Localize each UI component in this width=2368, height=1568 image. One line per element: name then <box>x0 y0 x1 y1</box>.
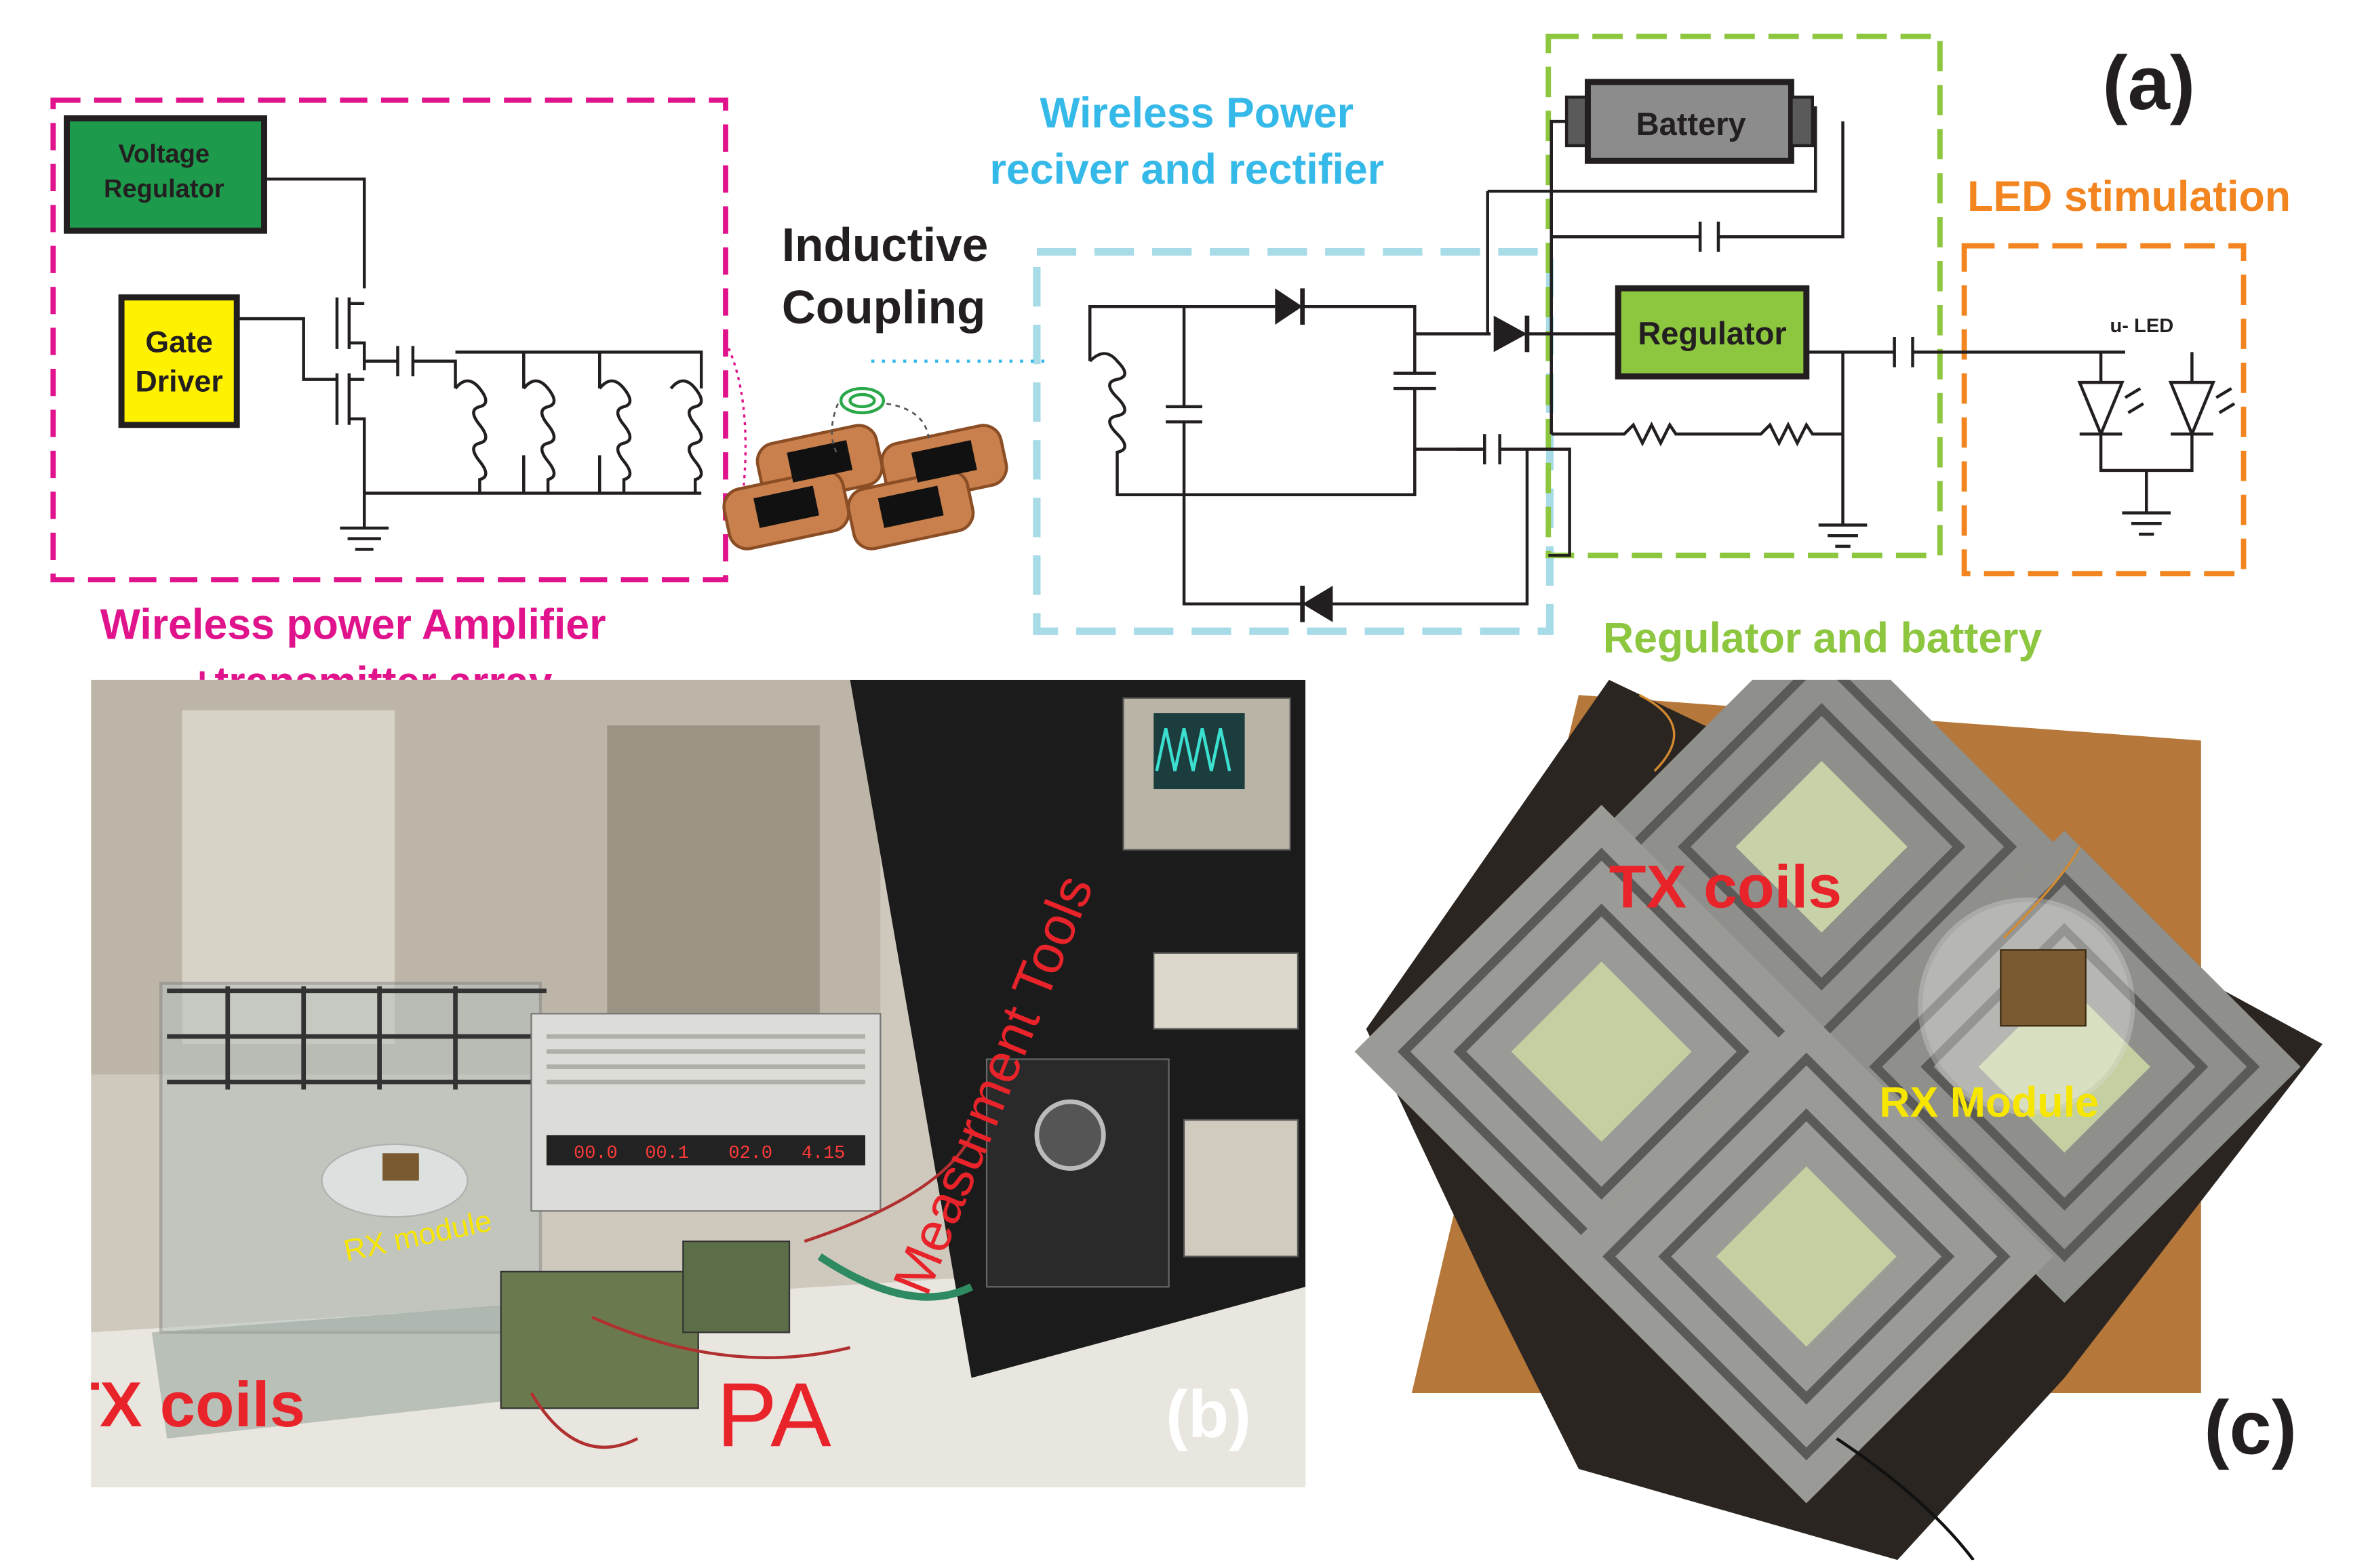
tx-coil-array-icon <box>722 386 1008 550</box>
rx-module-label-c: RX Module <box>1879 1079 2099 1127</box>
ps-display-3: 02.0 <box>728 1144 772 1164</box>
inductive-coupling-label-2: Coupling <box>782 281 986 334</box>
amplifier-link-line <box>724 340 747 486</box>
amplifier-block-label-1: Wireless power Amplifier <box>100 601 606 648</box>
panel-label-b: (b) <box>1166 1378 1251 1453</box>
regulator-battery-block-frame <box>1545 33 1943 559</box>
power-supply <box>530 1013 882 1212</box>
gate-driver-label-2: Driver <box>135 365 222 399</box>
signal-analyzer <box>985 1058 1170 1288</box>
battery-icon <box>1564 79 1815 164</box>
regulator-battery-label: Regulator and battery <box>1603 615 2043 662</box>
gate-driver-label-1: Gate <box>145 325 213 359</box>
regulator-label: Regulator <box>1638 315 1786 351</box>
inductive-coupling-label-1: Inductive <box>782 218 989 271</box>
uled-diodes <box>2077 352 2236 536</box>
function-generator <box>1153 952 1299 1030</box>
ps-display-2: 00.1 <box>645 1144 688 1164</box>
amplifier-wiring <box>237 177 703 551</box>
regulator-wiring <box>1550 119 2125 548</box>
uled-label: u- LED <box>2110 315 2174 337</box>
ps-display-1: 00.0 <box>574 1144 617 1164</box>
regulator-box <box>1615 285 1810 380</box>
led-block-label: LED stimulation <box>1967 173 2291 220</box>
tx-coils-label-b: TX coils <box>91 1369 306 1441</box>
battery-label: Battery <box>1636 106 1746 142</box>
voltage-regulator-label-1: Voltage <box>118 140 210 169</box>
amplifier-block-frame <box>50 97 728 583</box>
receiver-wiring <box>1088 106 1817 606</box>
voltage-regulator-box <box>64 115 267 234</box>
panel-label-c: (c) <box>2204 1385 2297 1470</box>
pa-board <box>500 1270 699 1409</box>
panel-b-photo: 00.0 00.1 02.0 4.15 Measurment Tools RX … <box>91 679 1306 1487</box>
pa-label: PA <box>716 1364 831 1466</box>
receiver-block-label-1: Wireless Power <box>1040 89 1354 137</box>
panel-c-photo: TX coils RX Module (c) <box>1354 679 2323 1561</box>
rx-module-board <box>2000 949 2087 1027</box>
receiver-block-label-2: reciver and rectifier <box>990 146 1385 193</box>
panel-a-schematic: (a) Voltage Regulator Gate Driver Wirele… <box>50 33 2291 706</box>
ps-display-4: 4.15 <box>802 1144 845 1164</box>
rectifier-diode-2 <box>1302 586 1333 622</box>
panel-label-a: (a) <box>2102 41 2195 125</box>
tx-coils-label-c: TX coils <box>1609 853 1842 921</box>
gate-driver-box <box>118 294 240 428</box>
lab-setup-illustration: 00.0 00.1 02.0 4.15 <box>91 679 1306 1487</box>
led-block-frame <box>1961 243 2247 577</box>
voltage-regulator-label-2: Regulator <box>104 175 224 203</box>
rectifier-diode-3 <box>1493 315 1527 353</box>
rectifier-diode-1 <box>1275 288 1303 325</box>
